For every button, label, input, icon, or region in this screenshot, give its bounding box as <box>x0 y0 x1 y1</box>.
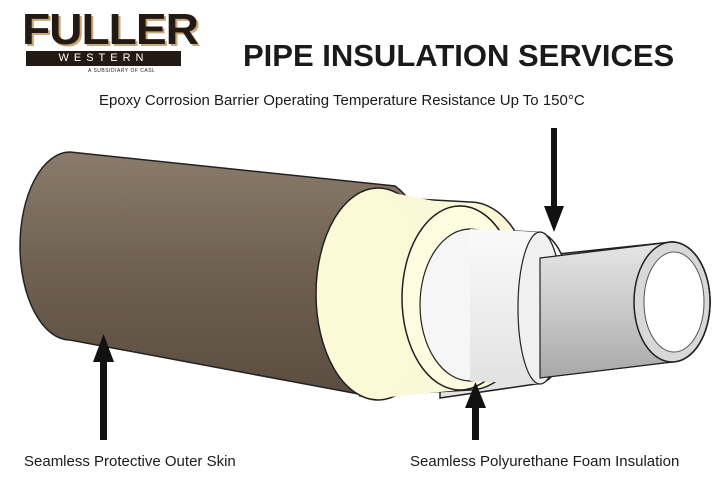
logo-tagline: A SUBSIDIARY OF CASL <box>88 68 156 74</box>
arrow-epoxy <box>544 128 564 232</box>
page-title: PIPE INSULATION SERVICES <box>243 38 675 73</box>
label-foam: Seamless Polyurethane Foam Insulation <box>410 453 680 470</box>
label-outer-skin: Seamless Protective Outer Skin <box>24 453 236 470</box>
logo-name: FULLER <box>22 5 199 54</box>
logo-sub: WESTERN <box>26 51 181 66</box>
arrow-foam <box>465 382 486 440</box>
label-epoxy: Epoxy Corrosion Barrier Operating Temper… <box>99 92 585 109</box>
arrow-outer-skin <box>93 334 114 440</box>
